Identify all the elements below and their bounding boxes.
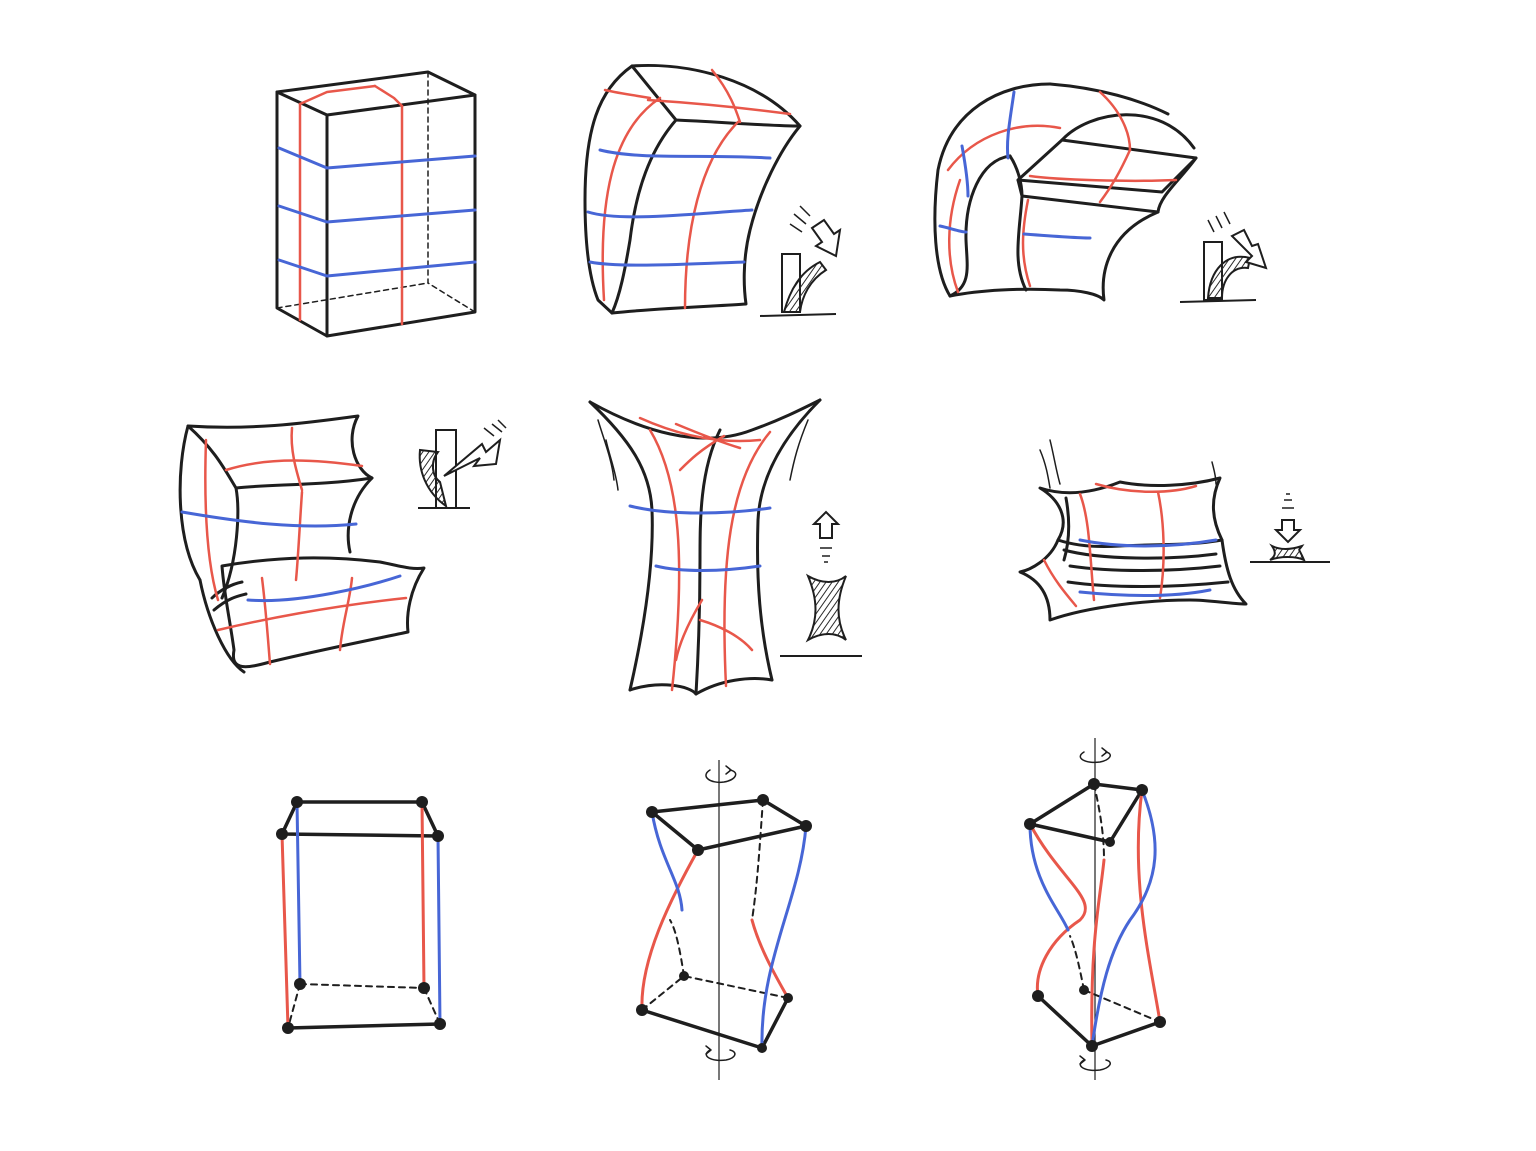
squash-icon: [1250, 494, 1330, 562]
stretch-icon: [780, 512, 862, 656]
box-original-blue-lines: [279, 148, 475, 276]
box-fold: [180, 416, 506, 672]
twist-half-rotation-icon: [706, 766, 736, 1060]
box-bend-over-red-lines: [948, 92, 1176, 292]
box-bend-forward: [585, 65, 840, 316]
frame-twist-half: [636, 760, 812, 1080]
fold-icon: [418, 420, 506, 508]
box-squash-outline: [1020, 478, 1246, 620]
frame-original-hidden-edges: [288, 984, 440, 1028]
twist-half-hidden-edges: [642, 800, 788, 1010]
box-fold-outline: [180, 416, 424, 672]
box-original-red-lines: [300, 86, 402, 324]
box-bend-forward-red-lines: [603, 70, 790, 308]
box-bend-forward-blue-lines: [588, 150, 770, 265]
twist-half-edges: [642, 800, 806, 1048]
box-stretch-red-lines: [640, 418, 770, 690]
box-stretch: [590, 400, 862, 694]
box-stretch-outline: [590, 400, 820, 694]
box-bend-over-outline: [935, 84, 1196, 300]
frame-original-vertices: [276, 796, 446, 1034]
box-original-outline: [277, 72, 475, 336]
box-squash: [1020, 440, 1330, 620]
box-squash-motion-marks: [1040, 440, 1216, 488]
box-original: [277, 72, 475, 336]
bend-forward-icon: [760, 206, 840, 316]
frame-original: [276, 796, 446, 1034]
bend-over-icon: [1180, 212, 1266, 302]
frame-twist-full: [1024, 738, 1166, 1080]
box-bend-over: [935, 84, 1266, 302]
frame-original-edges: [282, 802, 440, 1028]
